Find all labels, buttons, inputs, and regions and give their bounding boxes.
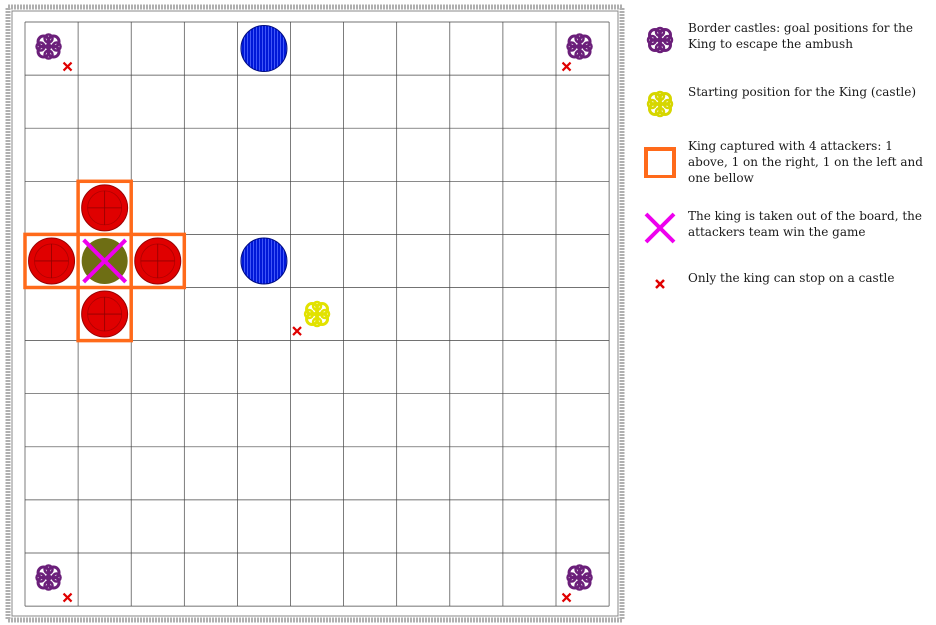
game-board — [0, 0, 630, 625]
orange-square-icon — [640, 138, 680, 178]
attacker-piece — [29, 238, 75, 284]
legend-text: King captured with 4 attackers: 1 above,… — [688, 138, 936, 186]
legend-text: Border castles: goal positions for the K… — [688, 20, 936, 52]
purple-castle-icon — [640, 20, 680, 60]
legend-text: Starting position for the King (castle) — [688, 84, 936, 100]
magenta-cross-icon — [640, 208, 680, 248]
red-cross-icon — [640, 270, 680, 290]
castle-restriction-icon — [64, 63, 72, 71]
yellow-castle-icon — [640, 84, 680, 124]
defender-piece — [241, 238, 287, 284]
defender-piece — [241, 26, 287, 72]
castle-restriction-icon — [64, 594, 72, 602]
castle-restriction-icon — [563, 594, 571, 602]
attacker-piece — [82, 185, 128, 231]
pieces-layer — [25, 26, 287, 341]
border-castle-icon — [37, 566, 61, 590]
attacker-piece — [82, 291, 128, 337]
legend-text: Only the king can stop on a castle — [688, 270, 936, 286]
start-castle-icon — [305, 302, 329, 326]
border-castle-icon — [568, 35, 592, 59]
border-castle-icon — [37, 35, 61, 59]
legend-text: The king is taken out of the board, the … — [688, 208, 936, 240]
castle-restriction-icon — [293, 327, 301, 335]
attacker-piece — [135, 238, 181, 284]
castle-restriction-icon — [563, 63, 571, 71]
border-castle-icon — [568, 566, 592, 590]
